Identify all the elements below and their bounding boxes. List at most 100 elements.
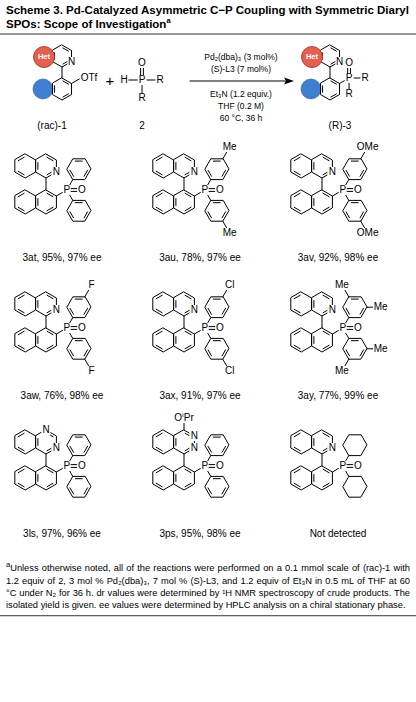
double-bond-line — [37, 475, 38, 482]
double-bond-line — [294, 331, 300, 334]
double-bond-line — [47, 295, 53, 298]
double-bond-line — [70, 212, 73, 218]
double-bond-line — [47, 207, 53, 210]
double-bond-line — [294, 469, 300, 472]
double-bond-line — [70, 170, 73, 176]
ring-bond — [67, 435, 91, 456]
double-bond-line — [156, 157, 162, 160]
double-bond-line — [346, 308, 349, 314]
double-bond-line — [185, 193, 191, 196]
double-bond-line — [185, 483, 191, 486]
double-bond-line — [294, 433, 300, 436]
atom-label: H — [119, 75, 128, 85]
atom-label: N — [328, 305, 337, 315]
atom-label: Me — [373, 344, 389, 354]
double-bond-line — [351, 202, 358, 203]
compound-label: 3av, 92%, 98% ee — [297, 253, 379, 263]
ring-bond — [205, 476, 229, 497]
atom-label: P — [338, 185, 347, 195]
double-bond-line — [18, 345, 24, 348]
atom-label: N — [52, 167, 61, 177]
atom-label: Me — [334, 366, 350, 376]
atom-label: O — [137, 58, 147, 68]
condition-text: THF (0.2 M) — [217, 102, 265, 111]
ring-bond — [153, 154, 174, 178]
ring-bond — [343, 338, 367, 359]
double-bond-line — [294, 295, 300, 298]
double-bond-line — [63, 48, 68, 51]
atom-label: Me — [222, 142, 238, 152]
double-bond-line — [75, 299, 82, 300]
atom-label: N — [52, 443, 61, 453]
double-bond-line — [54, 86, 55, 92]
bond-line — [46, 316, 47, 328]
double-bond-line — [156, 447, 162, 450]
double-bond-line — [47, 193, 53, 196]
bond-line — [184, 454, 185, 466]
compound-label: 3au, 78%, 97% ee — [158, 253, 242, 263]
ring-bond — [320, 78, 339, 100]
atom-label: O — [353, 185, 363, 195]
ring-bond — [291, 154, 312, 178]
double-bond-line — [156, 309, 162, 312]
bond-line — [184, 316, 185, 328]
double-bond-line — [84, 170, 87, 176]
double-bond-line — [47, 157, 53, 160]
atom-label: P — [200, 185, 209, 195]
ring-bond — [153, 292, 174, 316]
bottom-rule — [0, 615, 416, 616]
double-bond-line — [213, 437, 220, 438]
ring-bond — [153, 466, 174, 490]
atom-label: O — [77, 461, 87, 471]
atom-label: P — [138, 75, 147, 85]
double-bond-line — [360, 212, 363, 218]
condition-text: Et₃N (1.2 equiv.) — [209, 90, 273, 99]
double-bond-line — [294, 193, 300, 196]
ring-bond — [36, 190, 57, 214]
ring-bond — [205, 338, 229, 359]
footnote-text: Unless otherwise noted, all of the react… — [6, 563, 410, 610]
double-bond-line — [18, 331, 24, 334]
heteroaryl-label: Het — [306, 53, 318, 61]
double-bond-line — [323, 157, 329, 160]
double-bond-line — [18, 193, 24, 196]
heteroaryl-circle: Het — [33, 46, 55, 68]
ring-bond — [15, 154, 36, 178]
atom-label: O — [344, 58, 354, 68]
ring-bond — [67, 338, 91, 359]
double-bond-line — [222, 350, 225, 356]
double-bond-line — [156, 295, 162, 298]
double-bond-line — [222, 212, 225, 218]
atom-label: P — [338, 323, 347, 333]
double-bond-line — [313, 199, 314, 206]
reaction-arrow — [190, 81, 286, 82]
atom-label: OⁱPr — [173, 413, 195, 423]
double-bond-line — [208, 446, 211, 452]
atom-label: Me — [373, 302, 389, 312]
atom-label: P — [62, 461, 71, 471]
double-bond-line — [47, 345, 53, 348]
ring-bond — [67, 297, 91, 318]
double-bond-line — [294, 345, 300, 348]
atom-label: F — [88, 280, 96, 290]
double-bond-line — [351, 299, 358, 300]
heteroaryl-circle: Het — [301, 46, 323, 68]
double-bond-line — [294, 483, 300, 486]
double-bond-line — [75, 478, 82, 479]
atom-label: N — [190, 431, 199, 441]
double-bond-line — [322, 86, 323, 92]
double-bond-line — [313, 337, 314, 344]
atom-label: N — [52, 305, 61, 315]
bond-line — [322, 454, 323, 466]
atom-label: P — [200, 323, 209, 333]
double-bond-line — [360, 308, 363, 314]
ring-bond — [205, 297, 229, 318]
double-bond-line — [185, 345, 191, 348]
double-bond-line — [156, 469, 162, 472]
atom-label: N — [328, 167, 337, 177]
double-bond-line — [37, 199, 38, 206]
atom-label: P — [338, 461, 347, 471]
double-bond-line — [18, 171, 24, 174]
ring-bond — [36, 466, 57, 490]
double-bond-line — [185, 157, 191, 160]
